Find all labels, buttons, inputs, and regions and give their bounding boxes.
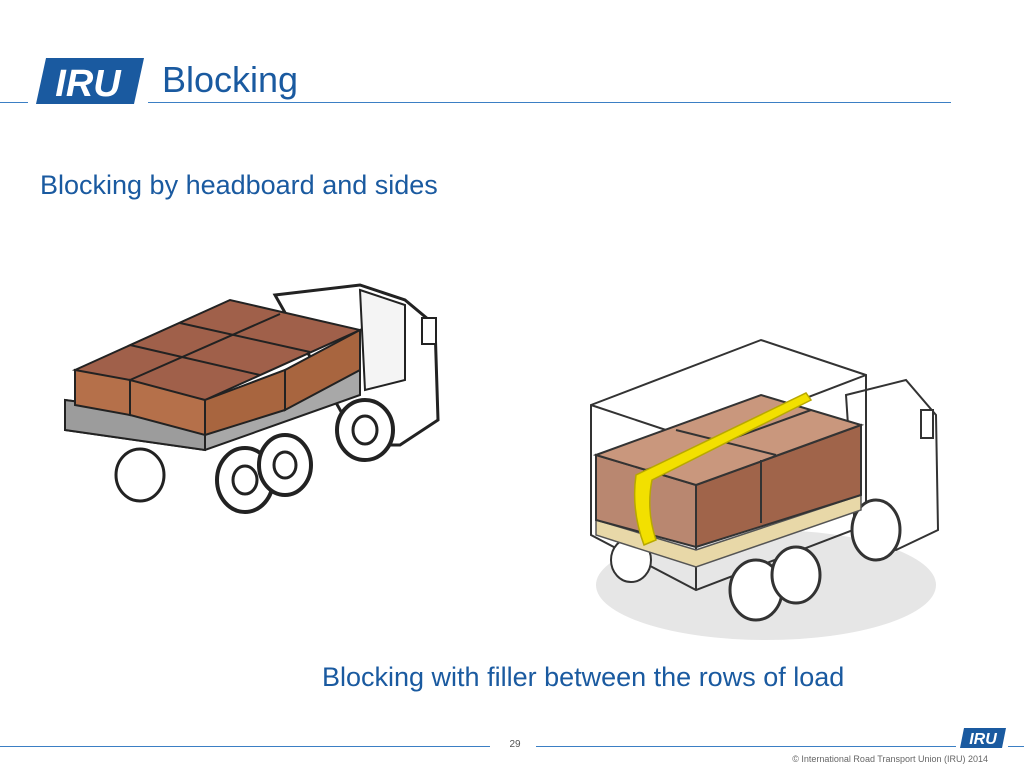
iru-logo: IRU: [36, 58, 144, 104]
page-number: 29: [509, 739, 521, 750]
footer-logo-text: IRU: [969, 731, 997, 748]
copyright-text: © International Road Transport Union (IR…: [792, 754, 988, 764]
truck-filler-illustration: [590, 338, 940, 640]
page-title: Blocking: [162, 59, 299, 100]
header-rule-left: [0, 102, 28, 103]
footer-rule-left: [0, 746, 490, 747]
footer-rule-right: [536, 746, 956, 747]
truck-headboard-illustration: [64, 283, 440, 514]
footer-rule-far: [1008, 746, 1024, 747]
illustration-caption: Blocking with filler between the rows of…: [322, 662, 845, 692]
header-rule: [148, 102, 951, 103]
footer-iru-logo: IRU: [960, 728, 1006, 748]
section-heading: Blocking by headboard and sides: [40, 170, 438, 200]
iru-logo-text: IRU: [55, 63, 122, 104]
